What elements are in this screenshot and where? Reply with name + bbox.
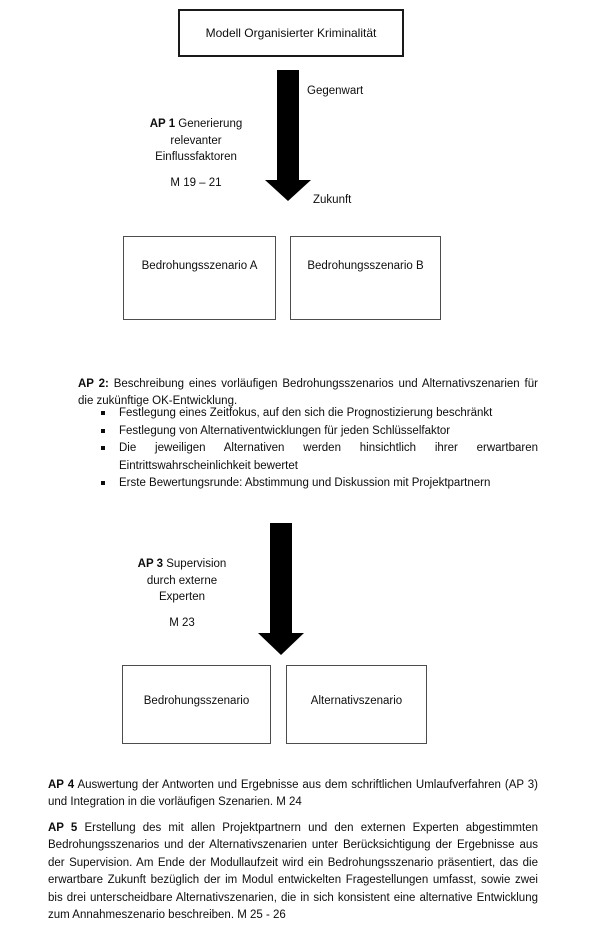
square-bullet-icon [101, 428, 105, 433]
arrow-down-supervision [258, 523, 304, 655]
arrow-down-present-to-future [265, 70, 311, 201]
ap3-milestone: M 23 [169, 616, 195, 629]
node-bedrohungsszenario: Bedrohungsszenario [122, 665, 271, 744]
ap5-text: Erstellung des mit allen Projektpartnern… [48, 821, 538, 922]
ap2-tag: AP 2: [78, 377, 109, 390]
node-bedrohungsszenario-b: Bedrohungsszenario B [290, 236, 441, 320]
ap5-paragraph: AP 5 Erstellung des mit allen Projektpar… [48, 820, 538, 925]
ap2-paragraph: AP 2: Beschreibung eines vorläufigen Bed… [78, 376, 538, 411]
node-label: Bedrohungsszenario A [141, 260, 258, 272]
node-alternativszenario: Alternativszenario [286, 665, 427, 744]
ap3-annotation: AP 3 Supervision durch externe Experten … [110, 556, 254, 631]
ap1-tag: AP 1 [149, 118, 176, 130]
label-zukunft: Zukunft [313, 194, 352, 206]
ap4-paragraph: AP 4 Auswertung der Antworten und Ergebn… [48, 777, 538, 812]
ap3-tag: AP 3 [137, 558, 164, 570]
list-item: Festlegung eines Zeitfokus, auf den sich… [101, 405, 538, 423]
node-label: Bedrohungsszenario [143, 695, 250, 707]
node-label: Modell Organisierter Kriminalität [205, 26, 377, 40]
ap2-text: Beschreibung eines vorläufigen Bedrohung… [78, 377, 538, 408]
node-bedrohungsszenario-a: Bedrohungsszenario A [123, 236, 276, 320]
ap1-line3: Einflussfaktoren [155, 151, 237, 163]
node-label: Alternativszenario [310, 695, 403, 707]
ap1-annotation: AP 1 Generierung relevanter Einflussfakt… [116, 116, 276, 191]
list-item: Erste Bewertungsrunde: Abstimmung und Di… [101, 475, 538, 493]
ap3-first-line: AP 3 Supervision [110, 556, 254, 573]
ap1-first-line: AP 1 Generierung [116, 116, 276, 133]
list-item: Festlegung von Alternativentwicklungen f… [101, 423, 538, 441]
list-item-text: Die jeweiligen Alternativen werden hinsi… [119, 442, 538, 472]
node-modell-organisierter-kriminalitaet: Modell Organisierter Kriminalität [178, 9, 404, 57]
ap3-line2: durch externe [146, 574, 218, 587]
ap1-line1: Generierung [175, 118, 243, 130]
square-bullet-icon [101, 481, 105, 485]
ap3-line1: Supervision [163, 558, 227, 570]
ap2-bullet-list: Festlegung eines Zeitfokus, auf den sich… [101, 405, 538, 493]
list-item-text: Erste Bewertungsrunde: Abstimmung und Di… [119, 477, 491, 489]
ap4-text: Auswertung der Antworten und Ergebnisse … [48, 778, 538, 809]
node-label: Bedrohungsszenario B [307, 260, 424, 272]
ap1-line2: relevanter [170, 134, 222, 147]
list-item: Die jeweiligen Alternativen werden hinsi… [101, 440, 538, 475]
ap4-tag: AP 4 [48, 778, 75, 791]
ap5-tag: AP 5 [48, 821, 78, 834]
square-bullet-icon [101, 411, 105, 415]
list-item-text: Festlegung eines Zeitfokus, auf den sich… [119, 407, 493, 419]
ap1-milestone: M 19 – 21 [170, 176, 222, 189]
ap3-line3: Experten [158, 591, 206, 603]
label-gegenwart: Gegenwart [307, 85, 364, 97]
list-item-text: Festlegung von Alternativentwicklungen f… [119, 424, 451, 437]
square-bullet-icon [101, 446, 105, 450]
